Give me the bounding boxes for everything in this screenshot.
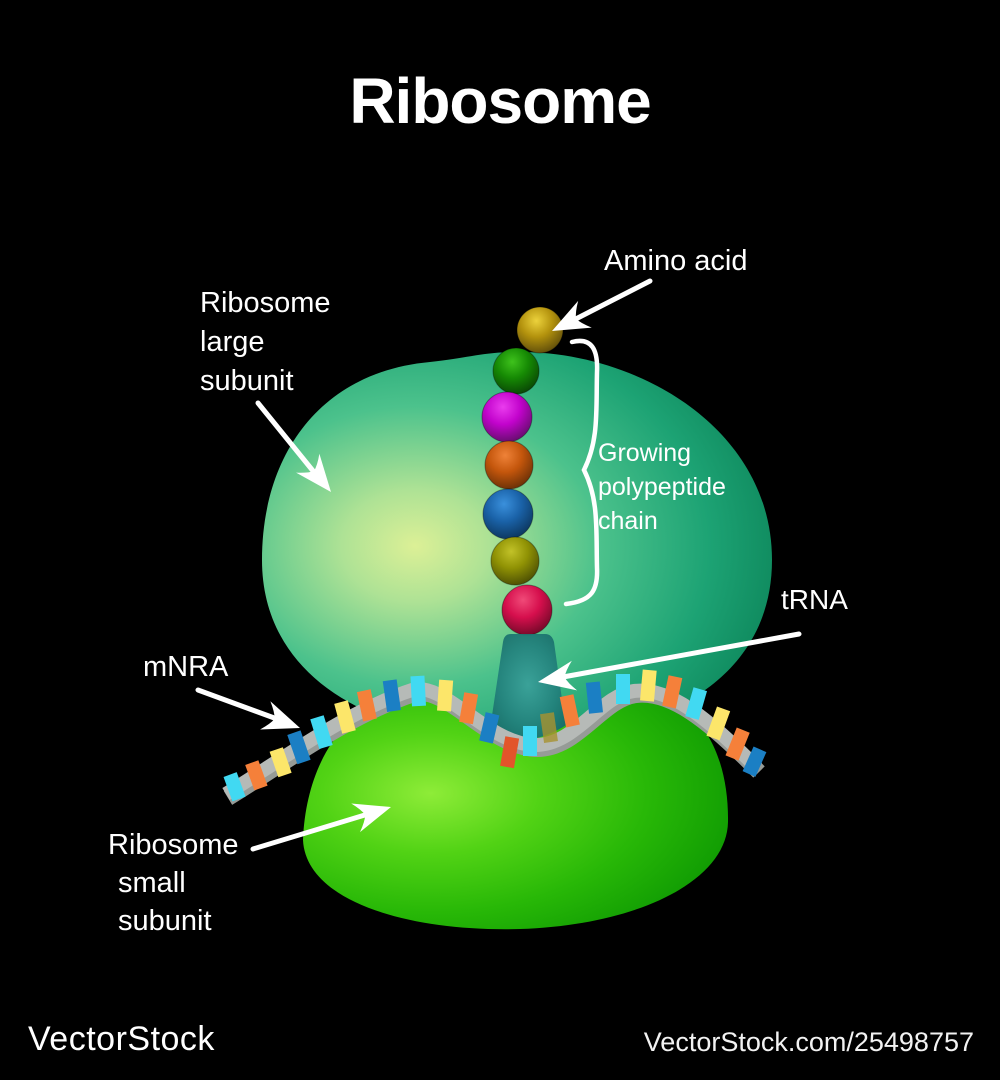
mrna-base-orange <box>245 760 268 791</box>
mrna-base-cyan <box>223 772 246 802</box>
small-subunit-label-line1: Ribosome <box>108 829 239 861</box>
mrna-base-blue <box>287 730 311 765</box>
mrna-base-orange <box>459 692 479 725</box>
growing-chain-label-line1: Growing <box>598 439 692 467</box>
large-subunit-arrow <box>255 400 343 502</box>
watermark-url: VectorStock.com/25498757 <box>643 1027 974 1057</box>
large-subunit-label: Ribosome large subunit <box>200 284 331 401</box>
amino-acid-sphere-orange <box>484 440 534 490</box>
growing-chain-label: Growing polypeptide chain <box>598 436 726 538</box>
mrna-base-yellow <box>334 700 356 734</box>
mrna-base-blue <box>742 746 767 777</box>
small-subunit-label-line2: small <box>118 867 186 899</box>
growing-chain-label-line3: chain <box>598 507 658 535</box>
mrna-base-cyan <box>310 715 333 750</box>
small-subunit-label: Ribosome small subunit <box>108 826 239 940</box>
mrna-base-blue <box>382 679 401 712</box>
amino-acid-arrow <box>545 278 653 345</box>
mrna-base-orange <box>356 689 377 722</box>
page-title: Ribosome <box>349 65 651 137</box>
trna-arrow <box>535 631 802 697</box>
amino-acid-sphere-magenta <box>481 391 533 443</box>
growing-chain-label-line2: polypeptide <box>598 473 726 501</box>
watermark-logo: VectorStock <box>28 1020 215 1058</box>
mrna-base-orange <box>559 694 580 728</box>
large-subunit-label-line3: subunit <box>200 365 294 397</box>
mrna-base-yellow <box>269 747 292 778</box>
mrna-base-yellow <box>706 706 731 741</box>
amino-acid-sphere-green <box>492 347 540 395</box>
mrna-bases <box>223 669 767 802</box>
large-subunit-label-line1: Ribosome <box>200 287 331 319</box>
mrna-base-blue <box>585 681 603 714</box>
mrna-base-cyan <box>410 675 426 707</box>
small-subunit-shape <box>303 694 729 930</box>
amino-acid-label: Amino acid <box>604 245 748 277</box>
growing-chain-brace <box>563 338 600 607</box>
mnra-arrow <box>195 687 306 743</box>
small-subunit-arrow <box>250 792 396 852</box>
mrna-base-olive <box>540 712 558 743</box>
small-subunit-label-line3: subunit <box>118 905 212 937</box>
mrna-base-yellow <box>640 669 657 702</box>
mrna-base-cyan <box>523 726 537 756</box>
mrna-base-blue <box>479 712 500 744</box>
mrna-base-cyan <box>685 687 707 720</box>
mrna-base-redorange <box>500 736 520 769</box>
trna-label: tRNA <box>781 584 848 615</box>
amino-acid-sphere-crimson <box>501 584 553 636</box>
amino-acid-sphere-olive <box>490 536 540 586</box>
mnra-label: mNRA <box>143 651 229 683</box>
polypeptide-chain <box>481 306 564 636</box>
large-subunit-label-line2: large <box>200 326 265 358</box>
mrna-base-orange <box>662 675 683 709</box>
mrna-base-yellow <box>437 679 454 712</box>
mrna-base-orange <box>725 727 750 761</box>
mrna-base-cyan <box>616 674 630 704</box>
amino-acid-sphere-blue <box>482 488 534 540</box>
